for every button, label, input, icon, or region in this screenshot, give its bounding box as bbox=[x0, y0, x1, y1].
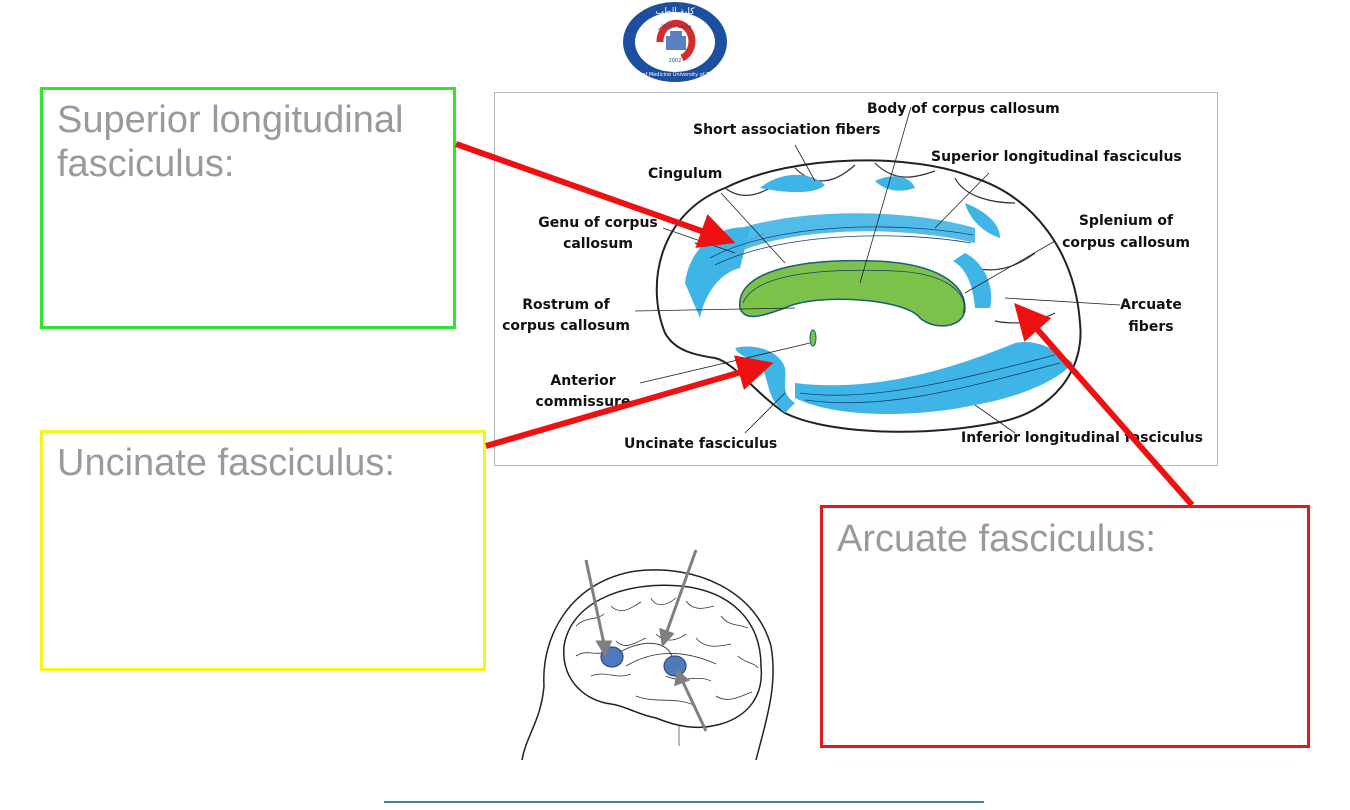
uncinate-title: Uncinate fasciculus: bbox=[57, 442, 395, 484]
superior-longitudinal-box: Superior longitudinal fasciculus: bbox=[40, 87, 456, 329]
wernicke-area bbox=[663, 655, 687, 677]
label-genu-1: Genu of corpus bbox=[538, 215, 658, 231]
arcuate-box: Arcuate fasciculus: bbox=[820, 505, 1310, 748]
uncinate-box: Uncinate fasciculus: bbox=[40, 430, 486, 671]
arcuate-title: Arcuate fasciculus: bbox=[837, 518, 1156, 560]
lateral-brain-sketch bbox=[516, 546, 788, 761]
college-logo: كلية الطب جامعة ذي قار College of Medici… bbox=[620, 0, 730, 84]
superior-longitudinal-title: Superior longitudinal fasciculus: bbox=[57, 99, 404, 185]
label-anterior-1: Anterior bbox=[550, 373, 616, 389]
label-short-assoc: Short association fibers bbox=[693, 122, 881, 138]
label-splenium-1: Splenium of bbox=[1078, 213, 1174, 229]
logo-english-ring: College of Medicine University of Thi - … bbox=[622, 72, 728, 78]
label-anterior-2: commissure bbox=[535, 394, 631, 410]
label-uncinate: Uncinate fasciculus bbox=[624, 436, 778, 452]
label-slf: Superior longitudinal fasciculus bbox=[931, 149, 1182, 165]
label-ilf: Inferior longitudinal fasciculus bbox=[961, 430, 1203, 446]
logo-arabic-top: كلية الطب bbox=[655, 7, 695, 17]
logo-year: 2002 bbox=[669, 58, 682, 64]
label-body-cc: Body of corpus callosum bbox=[867, 101, 1060, 117]
logo-arabic-mid: جامعة ذي قار bbox=[657, 23, 692, 30]
footer-divider bbox=[384, 801, 984, 803]
label-rostrum-1: Rostrum of bbox=[522, 297, 610, 313]
label-rostrum-2: corpus callosum bbox=[502, 318, 630, 334]
label-arcuate-1: Arcuate bbox=[1120, 297, 1182, 313]
medial-brain-diagram: Body of corpus callosum Short associatio… bbox=[494, 92, 1218, 466]
label-cingulum: Cingulum bbox=[648, 166, 723, 182]
label-arcuate-2: fibers bbox=[1128, 319, 1174, 335]
label-genu-2: callosum bbox=[563, 236, 633, 252]
label-splenium-2: corpus callosum bbox=[1062, 235, 1190, 251]
